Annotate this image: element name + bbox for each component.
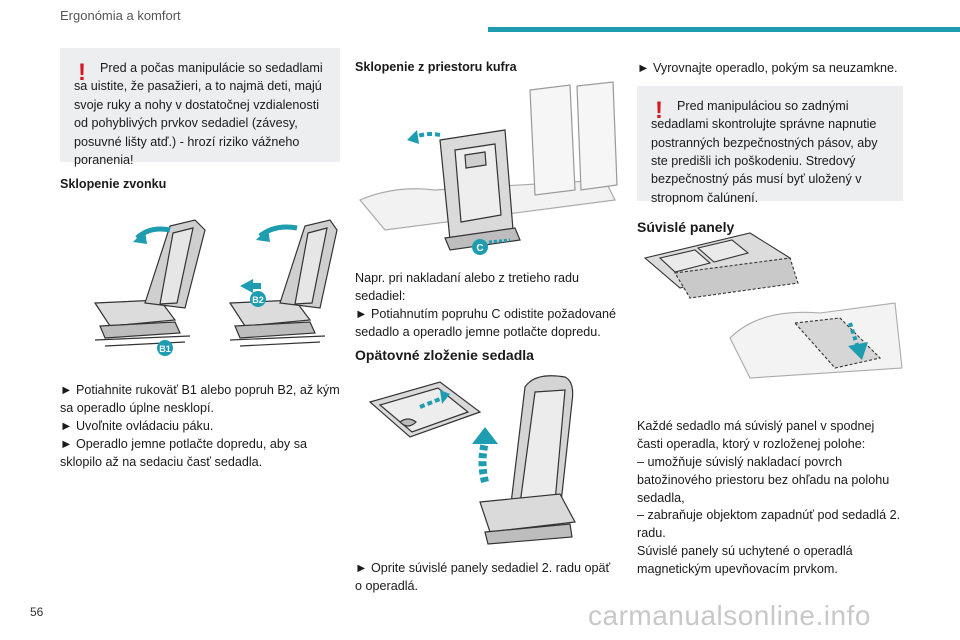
right-para-1: Každé sedadlo má súvislý panel v spodnej… xyxy=(637,419,875,451)
header-accent-bar xyxy=(488,27,960,32)
left-column: ! Pred a počas manipulácie so sedadlami … xyxy=(60,48,340,191)
header-title: Ergonómia a komfort xyxy=(60,8,181,23)
seat-refold-illustration xyxy=(368,375,576,545)
heading-fold-outside: Sklopenie zvonku xyxy=(60,177,167,191)
seat-fold-trunk-illustration: C xyxy=(359,81,618,255)
warning-box-left: ! Pred a počas manipulácie so sedadlami … xyxy=(60,48,340,167)
section-title-panels: Súvislé panely xyxy=(637,218,735,235)
section-title-refold: Opätovné zloženie sedadla xyxy=(355,347,534,363)
middle-column: Sklopenie z priestoru kufra xyxy=(355,60,620,74)
right-para-2: – umožňuje súvislý nakladací povrch bato… xyxy=(637,454,890,505)
middle-instructions: Napr. pri nakladaní alebo z tretieho rad… xyxy=(355,270,620,342)
right-para-4: Súvislé panely sú uchytené o operadlá ma… xyxy=(637,544,853,576)
panels-illustration xyxy=(643,232,903,379)
instruction-line-3: ► Operadlo jemne potlačte dopredu, aby s… xyxy=(60,436,307,469)
middle-para-1: Napr. pri nakladaní alebo z tretieho rad… xyxy=(355,271,580,303)
seat-fold-outside-illustration: B1 B2 xyxy=(93,219,338,356)
watermark: carmanualsonline.info xyxy=(588,600,871,631)
warning-text-left: Pred a počas manipulácie so sedadlami sa… xyxy=(74,61,323,167)
right-top-text: ► Vyrovnajte operadlo, pokým sa neuzamkn… xyxy=(637,61,898,75)
left-instructions: ► Potiahnite rukoväť B1 alebo popruh B2,… xyxy=(60,382,340,471)
warning-text-right: Pred manipuláciou so zadnými sedadlami s… xyxy=(651,98,878,205)
warning-box-right: ! Pred manipuláciou so zadnými sedadlami… xyxy=(637,85,903,205)
middle-para-2: ► Potiahnutím popruhu C odistite požadov… xyxy=(355,306,617,339)
label-b1: B1 xyxy=(159,344,171,354)
label-c: C xyxy=(476,243,483,254)
page-number: 56 xyxy=(30,605,44,619)
instruction-line-2: ► Uvoľnite ovládaciu páku. xyxy=(60,418,214,433)
heading-fold-trunk: Sklopenie z priestoru kufra xyxy=(355,60,517,74)
right-column: ► Vyrovnajte operadlo, pokým sa neuzamkn… xyxy=(637,60,903,235)
label-b2: B2 xyxy=(252,295,264,305)
instruction-line-1: ► Potiahnite rukoväť B1 alebo popruh B2,… xyxy=(60,383,340,415)
right-instructions: Každé sedadlo má súvislý panel v spodnej… xyxy=(637,418,903,579)
right-para-3: – zabraňuje objektom zapadnúť pod sedadl… xyxy=(637,508,901,541)
middle-bottom-text: ► Oprite súvislé panely sedadiel 2. radu… xyxy=(355,561,611,593)
warning-icon: ! xyxy=(78,59,86,86)
warning-icon: ! xyxy=(655,96,663,124)
